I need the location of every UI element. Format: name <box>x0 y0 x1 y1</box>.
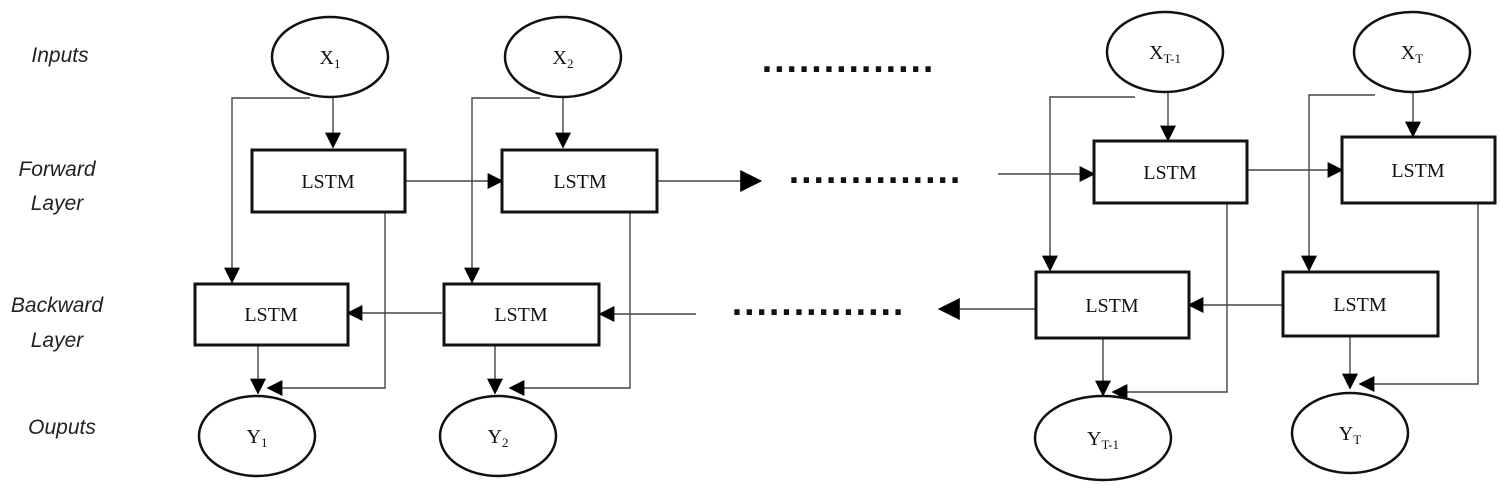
row-label-inputs: Inputs <box>31 44 89 67</box>
svg-text:X1: X1 <box>320 47 341 71</box>
row-label-forward-line2: Layer <box>31 192 85 215</box>
forward-lstm-2: LSTM <box>500 148 659 214</box>
svg-text:YT-1: YT-1 <box>1087 428 1119 452</box>
input-sub-x1: 1 <box>334 56 341 71</box>
input-sub-x2: 2 <box>567 56 574 71</box>
output-node-yt: YT <box>1290 391 1410 475</box>
edge-forwardt-yt <box>1358 203 1479 392</box>
backward-lstm-t1-label: LSTM <box>1085 295 1139 317</box>
input-sub-xt: T <box>1415 51 1423 66</box>
input-label-x1: X <box>320 47 335 69</box>
ellipsis-forward: .............. <box>788 156 962 191</box>
backward-lstm-t-label: LSTM <box>1333 294 1387 316</box>
backward-lstm-t: LSTM <box>1281 270 1440 338</box>
svg-text:X2: X2 <box>553 47 574 71</box>
row-label-forward-line1: Forward <box>18 158 96 181</box>
output-sub-yt: T <box>1353 432 1361 447</box>
input-node-x1: X1 <box>270 15 390 99</box>
edge-forward2-y2 <box>508 212 631 396</box>
output-label-y1: Y <box>247 426 261 448</box>
ellipsis-backward: .............. <box>731 288 905 323</box>
output-sub-y2: 2 <box>502 435 509 450</box>
edge-forwardt1-yt1 <box>1111 203 1228 400</box>
edge-x2-backward <box>464 97 540 284</box>
row-label-outputs: Ouputs <box>28 416 96 439</box>
input-node-x2: X2 <box>503 15 623 99</box>
svg-text:Y1: Y1 <box>247 426 268 450</box>
input-node-xt: XT <box>1352 10 1472 94</box>
svg-text:XT: XT <box>1401 42 1423 66</box>
output-node-y2: Y2 <box>438 394 558 478</box>
ellipsis-inputs: .............. <box>761 45 935 80</box>
output-label-y2: Y <box>488 426 502 448</box>
forward-lstm-1: LSTM <box>250 148 407 214</box>
forward-lstm-t1-label: LSTM <box>1143 162 1197 184</box>
svg-text:YT: YT <box>1339 423 1361 447</box>
input-label-x2: X <box>553 47 568 69</box>
backward-lstm-t1: LSTM <box>1034 270 1191 340</box>
row-label-backward-line1: Backward <box>11 294 105 317</box>
output-label-yt: Y <box>1339 423 1353 445</box>
svg-text:XT-1: XT-1 <box>1149 42 1181 66</box>
output-node-yt1: YT-1 <box>1033 394 1173 482</box>
edge-x1-backward <box>224 97 310 284</box>
backward-lstm-2: LSTM <box>442 282 601 347</box>
edge-xt-backward <box>1301 94 1375 272</box>
forward-lstm-t1: LSTM <box>1092 139 1249 205</box>
output-sub-yt1: T-1 <box>1101 437 1119 452</box>
edge-xt1-backward <box>1042 96 1135 272</box>
output-label-yt1: Y <box>1087 428 1101 450</box>
input-label-xt1: X <box>1149 42 1164 64</box>
output-sub-y1: 1 <box>261 435 268 450</box>
forward-lstm-t: LSTM <box>1340 135 1497 205</box>
backward-lstm-1: LSTM <box>193 282 350 347</box>
input-label-xt: X <box>1401 42 1416 64</box>
backward-lstm-2-label: LSTM <box>494 304 548 326</box>
input-sub-xt1: T-1 <box>1163 51 1181 66</box>
forward-lstm-t-label: LSTM <box>1391 160 1445 182</box>
backward-lstm-1-label: LSTM <box>244 304 298 326</box>
svg-text:Y2: Y2 <box>488 426 509 450</box>
output-node-y1: Y1 <box>197 394 317 478</box>
edge-forward1-y1 <box>266 212 386 396</box>
input-node-xt1: XT-1 <box>1105 10 1225 94</box>
forward-lstm-1-label: LSTM <box>301 171 355 193</box>
forward-lstm-2-label: LSTM <box>553 171 607 193</box>
row-label-backward-line2: Layer <box>31 329 85 352</box>
